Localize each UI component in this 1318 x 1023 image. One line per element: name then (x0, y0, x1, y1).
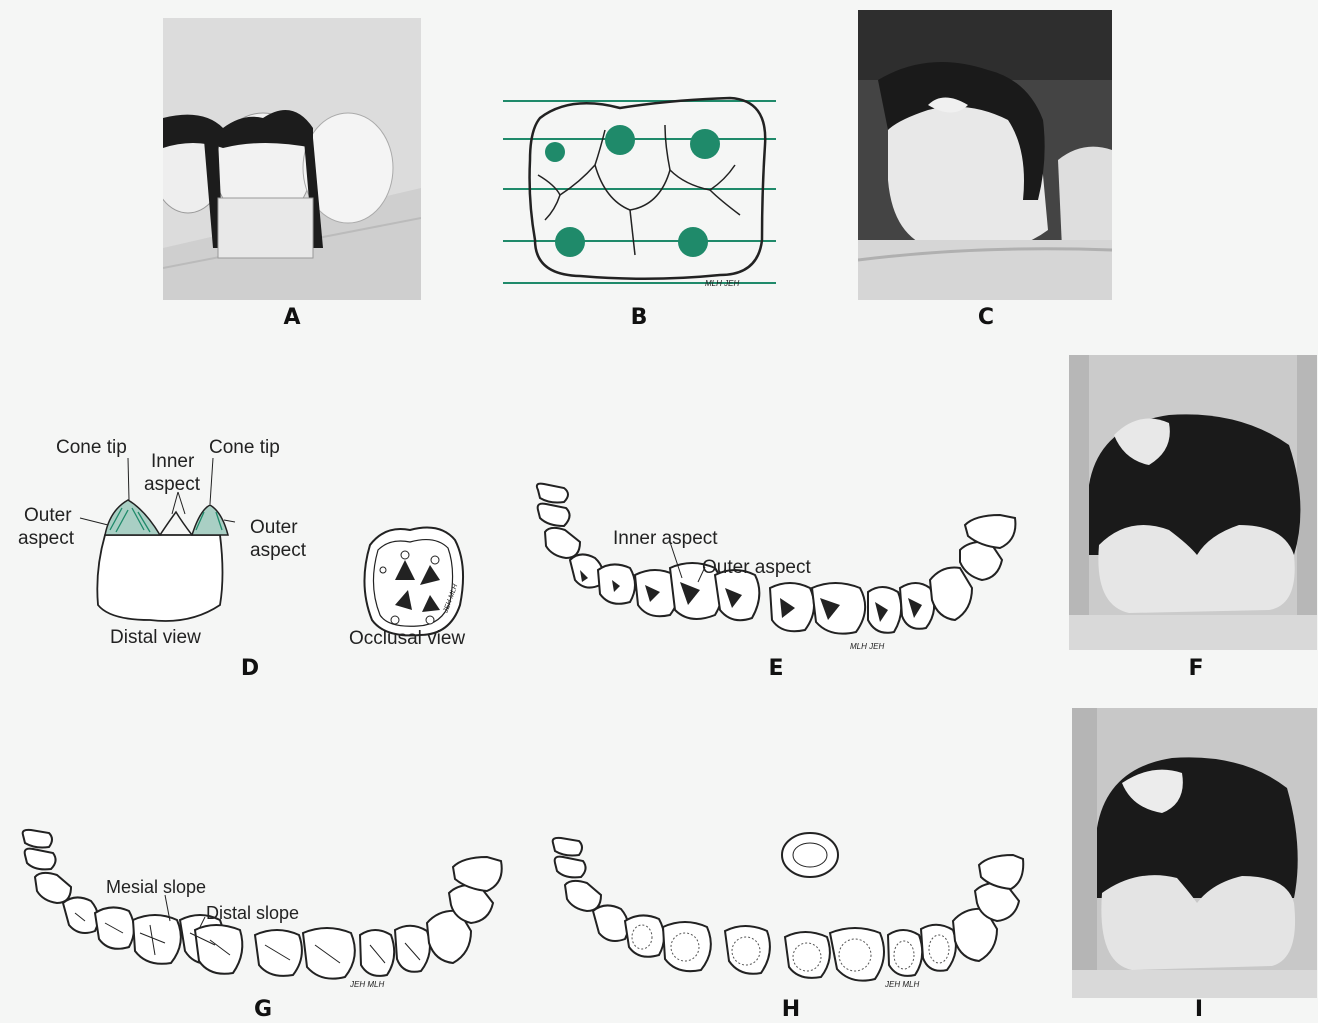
photo-f (1069, 355, 1317, 650)
label-mesial-slope: Mesial slope (106, 877, 206, 898)
label-outer-aspect-left-line2: aspect (18, 528, 74, 550)
label-distal-slope: Distal slope (206, 903, 299, 924)
label-outer-aspect-right-line1: Outer (250, 517, 298, 539)
panel-d: Cone tip Cone tip Inner aspect Outer asp… (10, 430, 500, 660)
photo-i-drawing (1072, 708, 1317, 998)
photo-a-drawing (163, 18, 421, 300)
panel-h: JEH MLH (545, 825, 1025, 1000)
panel-h-drawing (545, 825, 1025, 1000)
panel-h-initials: JEH MLH (885, 980, 919, 989)
photo-c (858, 10, 1112, 300)
label-occlusal-view: Occlusal view (349, 628, 465, 650)
label-cone-tip-right: Cone tip (209, 437, 280, 459)
panel-b-initials: MLH JEH (705, 279, 739, 288)
panel-b: MLH JEH (500, 70, 780, 300)
panel-g: Mesial slope Distal slope JEH MLH (15, 825, 505, 1000)
panel-label-i: I (1179, 997, 1219, 1022)
label-outer-aspect-right-line2: aspect (250, 540, 306, 562)
panel-label-a: A (272, 305, 312, 330)
panel-label-g: G (243, 997, 283, 1022)
label-inner-aspect-line1: Inner (151, 451, 194, 473)
photo-i (1072, 708, 1317, 998)
panel-b-diagram (500, 70, 780, 300)
panel-g-initials: JEH MLH (350, 980, 384, 989)
panel-label-f: F (1176, 656, 1216, 681)
label-outer-aspect-left-line1: Outer (24, 505, 72, 527)
label-cone-tip-left: Cone tip (56, 437, 127, 459)
panel-label-c: C (966, 305, 1006, 330)
panel-label-d: D (230, 656, 270, 681)
photo-a (163, 18, 421, 300)
label-outer-aspect: Outer aspect (702, 557, 811, 579)
label-inner-aspect: Inner aspect (613, 528, 718, 550)
panel-e: Inner aspect Outer aspect MLH JEH (520, 470, 1030, 660)
panel-label-e: E (756, 656, 796, 681)
panel-e-initials: MLH JEH (850, 642, 884, 651)
photo-c-drawing (858, 10, 1112, 300)
label-inner-aspect-line2: aspect (144, 474, 200, 496)
photo-f-drawing (1069, 355, 1317, 650)
label-distal-view: Distal view (110, 627, 201, 649)
panel-label-h: H (771, 997, 811, 1022)
panel-label-b: B (619, 305, 659, 330)
